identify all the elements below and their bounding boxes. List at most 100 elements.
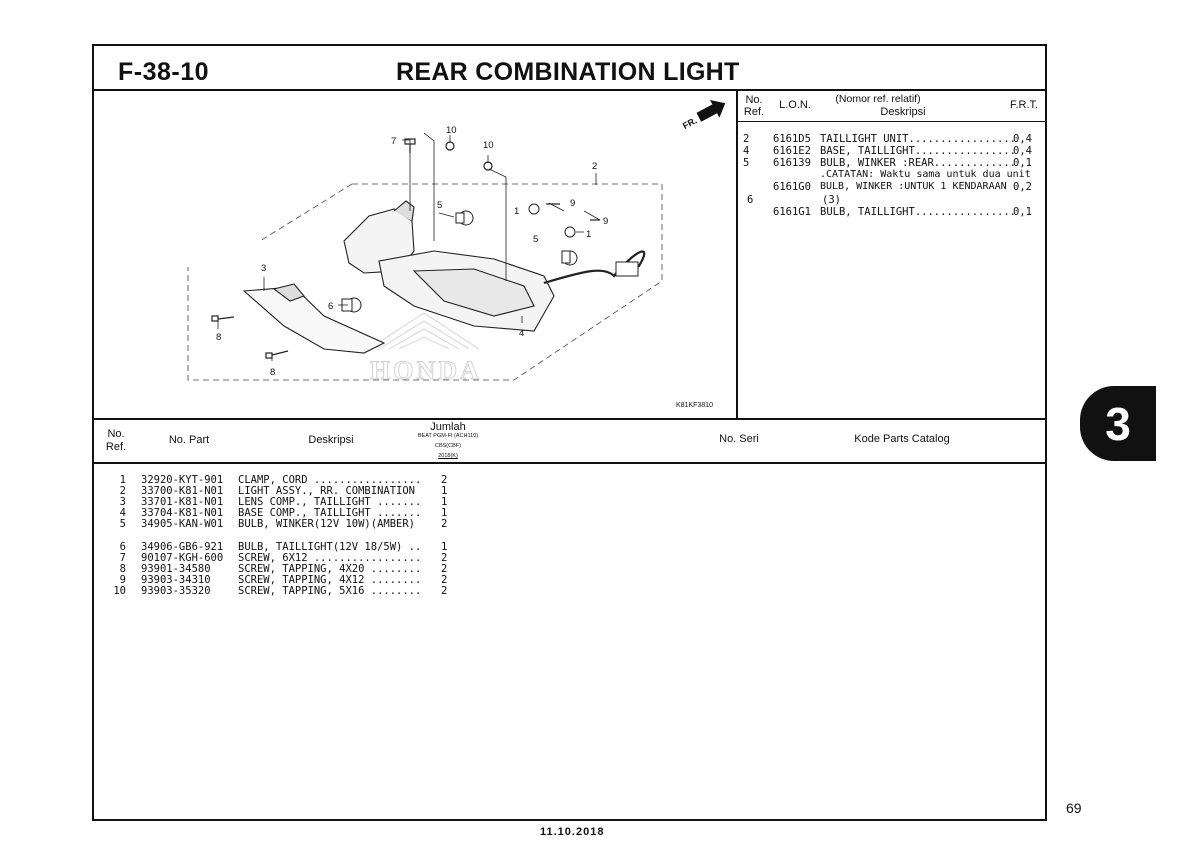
lon-frt: 0,4	[1013, 145, 1032, 157]
parts-col-desc: Deskripsi	[308, 434, 354, 446]
table-row-desc: SCREW, TAPPING, 5X16 ........	[238, 585, 422, 597]
page-title: REAR COMBINATION LIGHT	[396, 58, 740, 86]
table-row-ref: 8	[119, 563, 126, 575]
table-row-qty: 2	[441, 552, 448, 564]
parts-col-no: No.	[107, 428, 125, 440]
table-row-desc: BULB, TAILLIGHT(12V 18/5W) ..	[238, 541, 422, 553]
callout-8-left: 8	[216, 332, 221, 343]
parts-col-part: No. Part	[168, 434, 210, 446]
table-row-desc: BULB, WINKER(12V 10W)(AMBER)	[238, 518, 416, 530]
page-number: 69	[1066, 800, 1082, 816]
parts-col-qty: Jumlah	[430, 421, 466, 433]
leader-dashed	[259, 183, 353, 242]
lon-desc: (3)	[822, 194, 841, 206]
callout-8-bottom: 8	[270, 367, 275, 378]
table-row-qty: 2	[441, 574, 448, 586]
lon-col-no: No.	[745, 94, 763, 106]
lon-ref: 5	[743, 157, 750, 169]
page-frame	[92, 44, 1047, 821]
exploded-parts-diagram: HONDA 10 7	[187, 100, 726, 386]
parts-col-ref: Ref.	[105, 441, 127, 453]
table-row-part: 33701-K81-N01	[141, 496, 224, 508]
callout-7: 7	[391, 136, 396, 147]
parts-header-divider	[92, 462, 1047, 464]
table-row-ref: 1	[119, 474, 126, 486]
diagram-divider	[736, 89, 738, 418]
callout-9-lower: 9	[603, 216, 608, 227]
section-code: F-38-10	[118, 58, 210, 86]
lon-code: 616139	[773, 157, 811, 169]
lon-code: 6161D5	[773, 133, 811, 145]
table-row-part: 33704-K81-N01	[141, 507, 224, 519]
table-row-desc: SCREW, TAPPING, 4X20 ........	[238, 563, 422, 575]
lon-desc: BULB, WINKER :REAR.............	[820, 157, 1016, 169]
parts-col-qty-model: BEAT PGM-FI (ACH110)	[417, 433, 479, 439]
table-row-desc: SCREW, TAPPING, 4X12 ........	[238, 574, 422, 586]
callout-5-upper: 5	[437, 200, 442, 211]
lon-frt: 0,2	[1013, 181, 1032, 193]
callout-6: 6	[328, 301, 333, 312]
callout-10-mid: 10	[483, 140, 494, 151]
table-row-part: 32920-KYT-901	[141, 474, 224, 486]
callout-10-top: 10	[446, 125, 457, 136]
lon-col-desc: Deskripsi	[880, 106, 926, 118]
callout-2: 2	[592, 161, 597, 172]
honda-watermark: HONDA	[370, 356, 482, 385]
table-row-desc: CLAMP, CORD .................	[238, 474, 422, 486]
table-row-qty: 1	[441, 507, 448, 519]
callout-5-lower: 5	[533, 234, 538, 245]
table-row-ref: 5	[119, 518, 126, 530]
table-row-desc: LIGHT ASSY., RR. COMBINATION	[238, 485, 416, 497]
table-row-part: 90107-KGH-600	[141, 552, 224, 564]
table-row-qty: 2	[441, 563, 448, 575]
callout-9-upper: 9	[570, 198, 575, 209]
table-row-part: 34905-KAN-W01	[141, 518, 224, 530]
parts-col-qty-type: CBS(CBF)	[435, 443, 461, 449]
fr-label: FR.	[681, 115, 698, 131]
connector-shape	[615, 261, 639, 277]
callout-3: 3	[261, 263, 266, 274]
callout-1-lower: 1	[586, 229, 591, 240]
lon-code: 6161E2	[773, 145, 811, 157]
lon-desc: TAILLIGHT UNIT.................	[820, 133, 1016, 145]
footer-date: 11.10.2018	[540, 826, 605, 838]
table-row-qty: 1	[441, 496, 448, 508]
table-row-qty: 2	[441, 585, 448, 597]
lon-col-lon: L.O.N.	[779, 99, 811, 111]
lon-ref: 2	[743, 133, 750, 145]
table-row-desc: LENS COMP., TAILLIGHT .......	[238, 496, 422, 508]
light-base-shape	[343, 200, 555, 332]
wire-harness	[543, 250, 646, 285]
callout-4: 4	[519, 328, 524, 339]
table-row-qty: 1	[441, 485, 448, 497]
lon-note: .CATATAN: Waktu sama untuk dua unit	[820, 169, 1031, 180]
table-row-desc: BASE COMP., TAILLIGHT .......	[238, 507, 422, 519]
lon-frt: 0,1	[1013, 157, 1032, 169]
chapter-tab: 3	[1080, 386, 1156, 461]
lon-ref: 4	[743, 145, 750, 157]
table-row-desc: SCREW, 6X12 .................	[238, 552, 422, 564]
lon-code: 6161G1	[773, 206, 811, 218]
section-divider	[92, 418, 1047, 420]
table-row-qty: 1	[441, 541, 448, 553]
lon-col-ref: Ref.	[743, 106, 765, 118]
parts-col-catalog: Kode Parts Catalog	[854, 433, 950, 445]
callout-leaders	[217, 132, 601, 361]
lon-frt: 0,1	[1013, 206, 1032, 218]
table-row-qty: 2	[441, 474, 448, 486]
honda-wing-watermark	[368, 312, 480, 350]
table-row-qty: 2	[441, 518, 448, 530]
lens-shape	[242, 283, 386, 354]
front-direction-arrow: FR.	[681, 100, 726, 131]
table-row-ref: 7	[119, 552, 126, 564]
table-row-ref: 10	[113, 585, 126, 597]
table-row-ref: 3	[119, 496, 126, 508]
table-row-ref: 4	[119, 507, 126, 519]
lon-col-desc-top: (Nomor ref. relatif)	[835, 93, 921, 105]
lon-desc: BASE, TAILLIGHT................	[820, 145, 1016, 157]
table-row-ref: 2	[119, 485, 126, 497]
callout-1-upper: 1	[514, 206, 519, 217]
table-row-part: 33700-K81-N01	[141, 485, 224, 497]
lon-frt: 0,4	[1013, 133, 1032, 145]
parts-col-qty-year: 2018(K)	[438, 453, 458, 459]
